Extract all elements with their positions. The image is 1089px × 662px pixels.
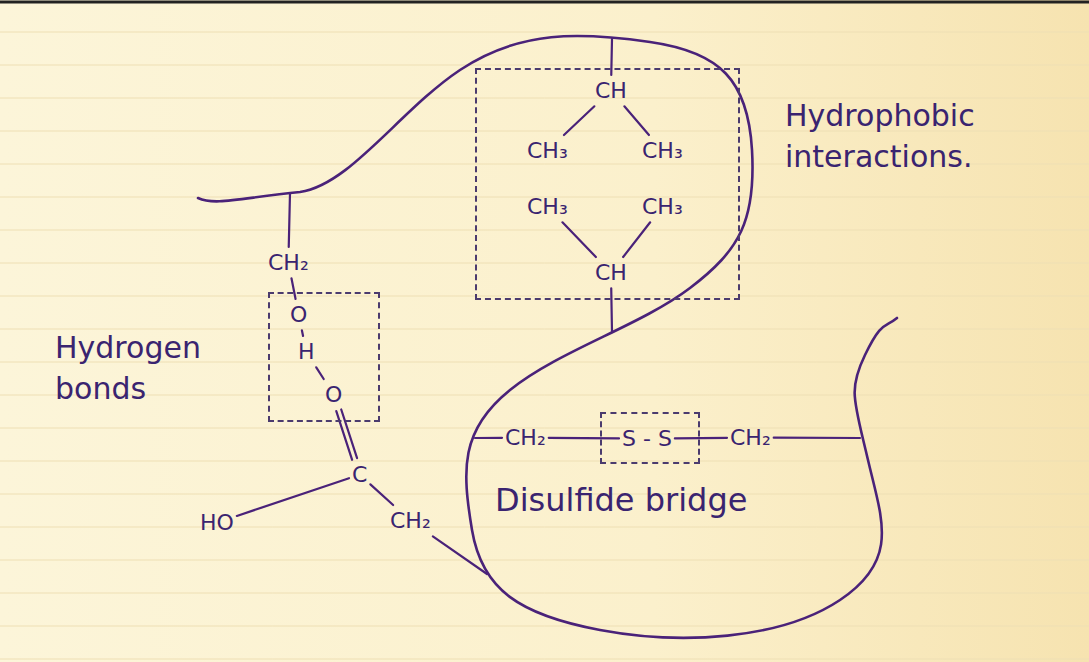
chemical-bond xyxy=(564,106,594,135)
hydrogen-bond-box: OHO xyxy=(268,292,380,422)
chemical-bond xyxy=(623,222,650,257)
chemical-bond xyxy=(433,536,487,574)
atom-group: CH₃ xyxy=(527,138,568,163)
caption: Hydrogen bonds xyxy=(55,328,230,409)
chemical-bond xyxy=(675,437,727,440)
atom-group: O xyxy=(325,382,342,407)
chemical-bond xyxy=(341,409,357,458)
chemical-bond xyxy=(610,288,613,332)
atom-group: CH₃ xyxy=(642,138,683,163)
atom-group: CH₂ xyxy=(505,425,546,450)
disulfide-box: S - S xyxy=(600,412,700,464)
caption: Hydrophobic interactions. xyxy=(785,96,1047,177)
chemical-bond xyxy=(302,330,303,336)
chemical-bond xyxy=(774,437,860,439)
page-edge xyxy=(0,1,1089,4)
atom-group: S - S xyxy=(622,426,672,451)
chemical-bond xyxy=(370,484,393,505)
atom-group: CH₂ xyxy=(730,425,771,450)
chemical-bond xyxy=(549,437,619,440)
chemical-bond xyxy=(291,278,295,299)
chemical-bond xyxy=(562,222,595,257)
chemical-bond xyxy=(475,437,502,439)
atom-group: CH₂ xyxy=(390,508,431,533)
atom-group: CH₂ xyxy=(268,250,309,275)
chemical-bond xyxy=(624,106,649,135)
chemical-bond xyxy=(237,478,349,516)
atom-group: CH xyxy=(595,78,627,103)
atom-group: HO xyxy=(200,510,234,535)
hydrophobic-box: CH CH₃ CH₃ CH₃ CH₃ CH xyxy=(475,68,740,300)
atom-group: CH₃ xyxy=(642,194,683,219)
caption: Disulfide bridge xyxy=(495,482,747,519)
chemical-bond xyxy=(289,193,290,247)
atom-group: CH₃ xyxy=(527,194,568,219)
atom-group: H xyxy=(298,339,315,364)
atom-group: CH xyxy=(595,260,627,285)
atom-group: O xyxy=(290,302,307,327)
atom: C xyxy=(352,462,367,487)
chemical-bond xyxy=(316,367,323,379)
